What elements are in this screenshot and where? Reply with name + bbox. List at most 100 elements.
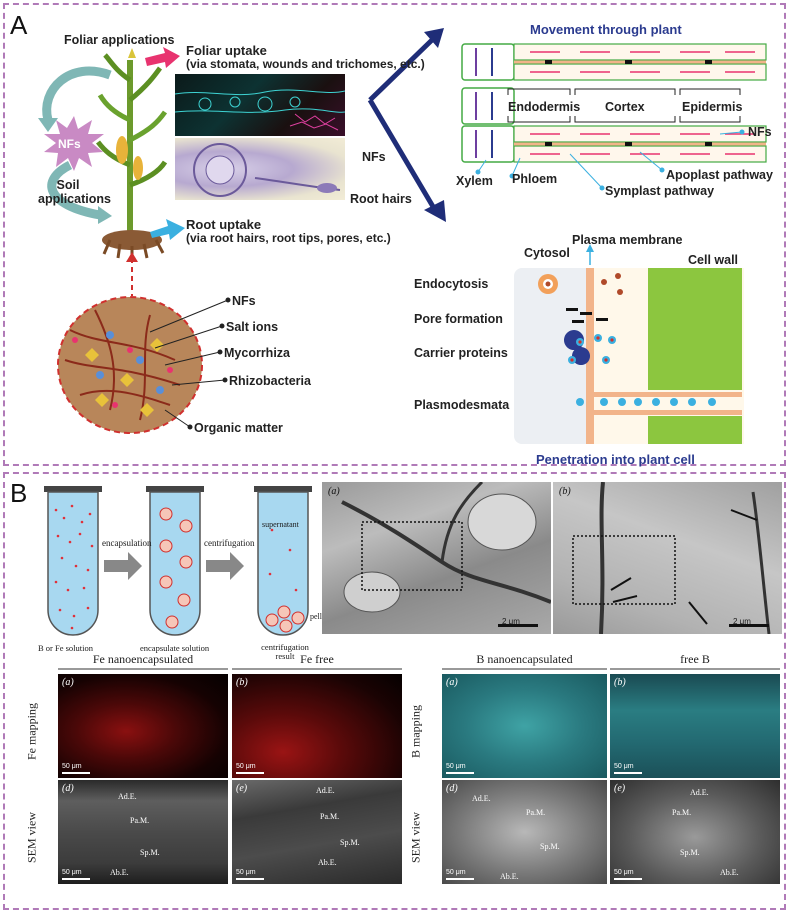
- nfs-right-label: NFs: [748, 125, 772, 139]
- soil-curve-arrowhead: [98, 206, 112, 224]
- encapsulation-scheme: [44, 486, 312, 636]
- pellet-label: pellet: [310, 612, 328, 621]
- b-free-ade: Ad.E.: [690, 788, 709, 797]
- soil-label-salt-ions: Salt ions: [226, 320, 279, 334]
- nfs-burst-icon: [44, 116, 104, 171]
- scale-bar: [614, 772, 642, 774]
- scale-bar: [62, 878, 90, 880]
- panel-a: [3, 3, 786, 466]
- scale-text: 50 μm: [614, 869, 634, 876]
- soil-curve-arrow: [47, 160, 101, 220]
- b-head-free: free B: [680, 652, 710, 666]
- soil-pink-dots: [72, 337, 173, 408]
- b-sub-e: (e): [614, 783, 626, 794]
- fe-free-abe: Ab.E.: [318, 858, 337, 867]
- b-mapping-label: B mapping: [408, 705, 423, 758]
- penetration-diagram: [514, 244, 744, 444]
- column-header-rules: [58, 668, 780, 670]
- tube2-capsules: [159, 507, 193, 629]
- root-hairs-label: Root hairs: [350, 192, 412, 206]
- tem-label-b: (b): [559, 486, 571, 497]
- root-uptake-title: Root uptake: [186, 217, 262, 232]
- fe-sub-a: (a): [62, 677, 74, 688]
- scale-text: 50 μm: [62, 869, 82, 876]
- panel-b-label: B: [10, 478, 28, 508]
- mechanism-plasmodesmata: Plasmodesmata: [414, 398, 510, 412]
- tube3-pellet: [265, 605, 305, 633]
- soil-label-nfs: NFs: [232, 294, 256, 308]
- panel-a-label: A: [10, 10, 28, 40]
- nfs-burst-label: NFs: [58, 137, 81, 151]
- b-nano-pam: Pa.M.: [526, 808, 546, 817]
- leaf-micrograph-image: [175, 74, 345, 136]
- movement-diagram: [461, 43, 767, 191]
- tissue-epidermis: Epidermis: [682, 100, 743, 114]
- scale-text: 50 μm: [446, 869, 466, 876]
- encapsulation-label: encapsulation: [102, 538, 152, 548]
- soil-roots-illustration: [64, 309, 181, 421]
- scale-bar: [446, 878, 474, 880]
- scale-text: 50 μm: [236, 763, 256, 770]
- phloem-label: Phloem: [512, 172, 558, 186]
- b-head-nano: B nanoencapsulated: [476, 652, 573, 666]
- fe-nano-abe: Ab.E.: [110, 868, 129, 877]
- b-free-mapping-image: [610, 674, 780, 778]
- nfs-micro-label: NFs: [362, 150, 386, 164]
- tem-scale-a: 2 μm: [502, 617, 520, 626]
- tem-label-a: (a): [328, 486, 340, 497]
- panel-b: [3, 472, 786, 910]
- scale-bar: [614, 878, 642, 880]
- fe-free-spm: Sp.M.: [340, 838, 360, 847]
- symplast-label: Symplast pathway: [605, 184, 715, 198]
- tube1-caption: B or Fe solution: [38, 643, 94, 653]
- foliar-uptake-title: Foliar uptake: [186, 43, 267, 58]
- soil-zoom-circle: [57, 296, 203, 434]
- panel-a-graphics: [38, 28, 767, 444]
- fe-nano-spm: Sp.M.: [140, 848, 160, 857]
- fe-free-sem-image: [232, 780, 402, 884]
- tem-image-b: [553, 482, 782, 634]
- fe-head-free: Fe free: [300, 652, 334, 666]
- cell-wall-label: Cell wall: [688, 253, 739, 267]
- scale-text: 50 μm: [62, 763, 82, 770]
- b-sub-b: (b): [614, 677, 626, 688]
- tissue-cortex: Cortex: [605, 100, 645, 114]
- soil-label-pointers: [149, 299, 229, 428]
- tube1-particles: [54, 504, 94, 630]
- root-micrograph-image: [175, 138, 345, 200]
- scale-bar: [236, 772, 264, 774]
- tube3-caption: centrifugation result: [261, 642, 309, 662]
- tube2-caption: encapsulate solution: [140, 643, 210, 653]
- b-sub-d: (d): [446, 783, 458, 794]
- scale-bar: [236, 878, 264, 880]
- scale-bar: [62, 772, 90, 774]
- fe-nano-pam: Pa.M.: [130, 816, 150, 825]
- supernatant-label: supernatant: [262, 520, 299, 529]
- soil-label-mycorrhiza: Mycorrhiza: [224, 346, 290, 360]
- cytosol-label: Cytosol: [524, 246, 570, 260]
- scale-text: 50 μm: [446, 763, 466, 770]
- penetration-title: Penetration into plant cell: [536, 452, 695, 467]
- soil-label-rhizobacteria: Rhizobacteria: [229, 374, 311, 388]
- fe-free-ade: Ad.E.: [316, 786, 335, 795]
- foliar-uptake-detail: (via stomata, wounds and trichomes, etc.…: [186, 57, 425, 71]
- b-free-spm: Sp.M.: [680, 848, 700, 857]
- fe-head-nano: Fe nanoencapsulated: [92, 652, 194, 666]
- tem-scale-b: 2 μm: [733, 617, 751, 626]
- fe-sub-e: (e): [236, 783, 248, 794]
- scale-text: 50 μm: [236, 869, 256, 876]
- tem-image-a: [322, 482, 551, 634]
- fe-nano-mapping-image: [58, 674, 228, 778]
- xylem-label: Xylem: [456, 174, 493, 188]
- fe-sub-b: (b): [236, 677, 248, 688]
- mechanism-carrier-proteins: Carrier proteins: [414, 346, 508, 360]
- plasma-membrane-label: Plasma membrane: [572, 233, 683, 247]
- centrifugation-label: centrifugation: [204, 538, 255, 548]
- cell-wall-block: [648, 268, 742, 390]
- fe-sub-d: (d): [62, 783, 74, 794]
- b-free-pam: Pa.M.: [672, 808, 692, 817]
- foliar-uptake-arrow: [145, 47, 180, 68]
- scale-text: 50 μm: [614, 763, 634, 770]
- mechanism-pore-formation: Pore formation: [414, 312, 503, 326]
- foliar-curve-arrow: [42, 66, 112, 122]
